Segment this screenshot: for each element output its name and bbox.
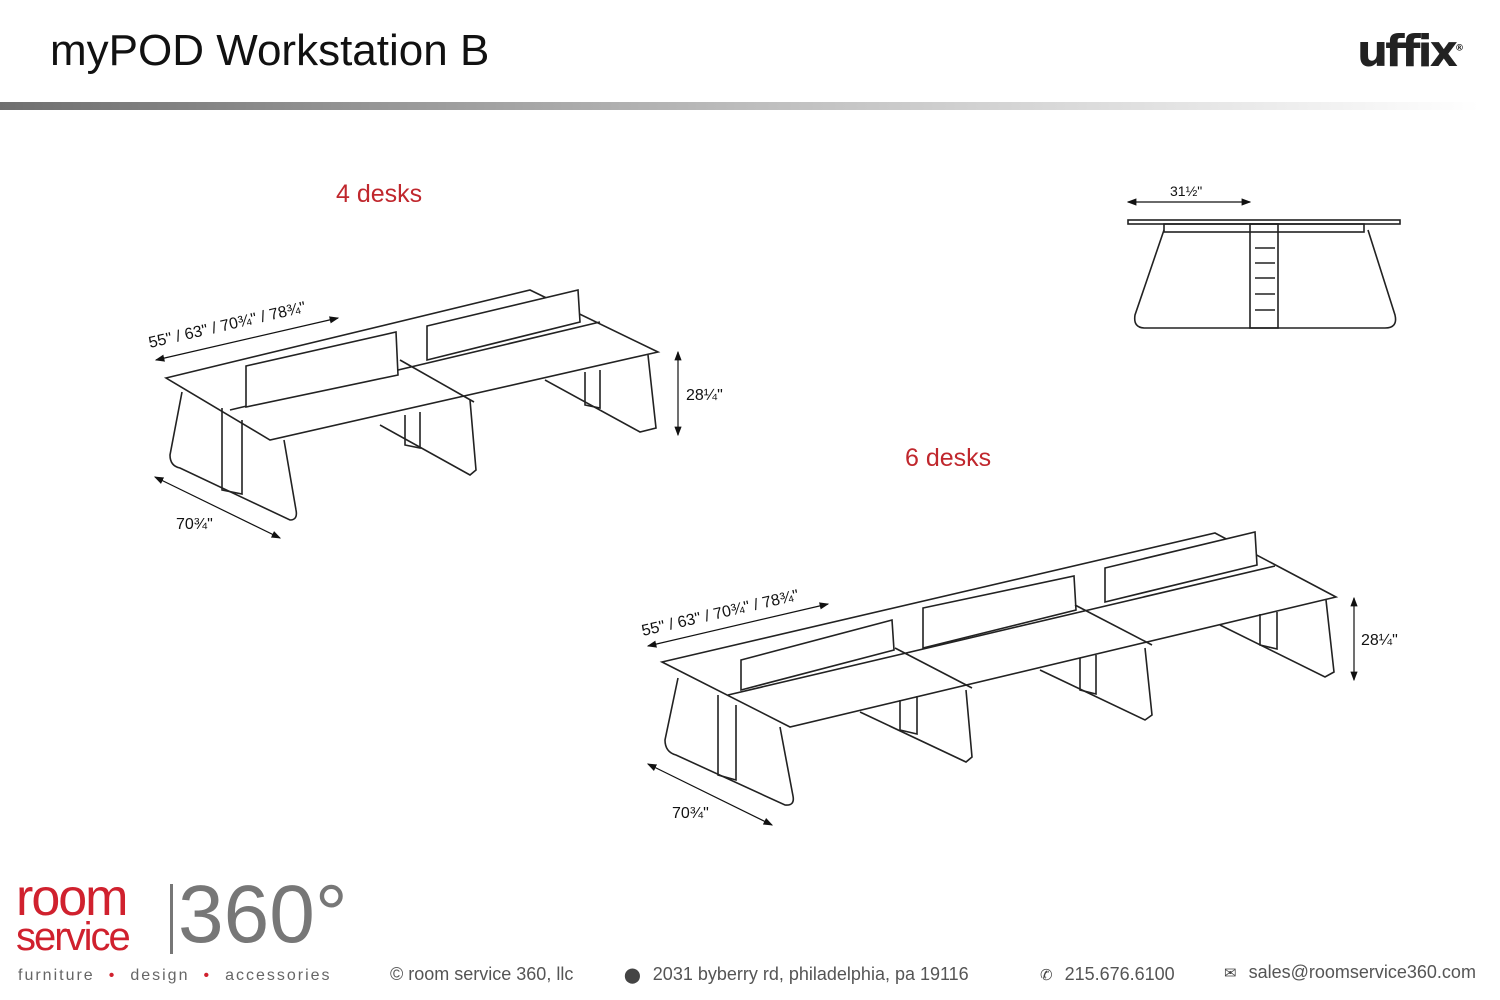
address: ⬤2031 byberry rd, philadelphia, pa 19116 xyxy=(624,964,969,984)
page-title: myPOD Workstation B xyxy=(50,26,490,75)
map-pin-icon: ⬤ xyxy=(624,967,641,984)
four-desk-drawing xyxy=(163,289,661,521)
four-desks-label: 4 desks xyxy=(336,180,423,208)
envelope-icon: ✉ xyxy=(1224,965,1237,982)
four-depth-dim: 70¾" xyxy=(176,516,213,533)
six-length-dim: 55" / 63" / 70¾" / 78¾" xyxy=(640,587,800,640)
tagline: furniture•design•accessories xyxy=(18,967,332,984)
header-divider xyxy=(0,102,1480,110)
side-width-dim: 31½" xyxy=(1170,183,1202,199)
phone-icon: ✆ xyxy=(1040,967,1053,984)
four-height-dim: 28¼" xyxy=(686,387,723,404)
six-desk-drawing xyxy=(659,530,1339,806)
side-view-drawing xyxy=(1127,219,1401,329)
six-desks-label: 6 desks xyxy=(905,444,992,472)
copyright: © room service 360, llc xyxy=(390,964,574,984)
six-depth-dim: 70¾" xyxy=(672,805,709,822)
six-height-dim: 28¼" xyxy=(1361,632,1398,649)
uffix-logo: uffix® xyxy=(1356,26,1464,77)
phone: ✆215.676.6100 xyxy=(1040,964,1175,984)
email[interactable]: ✉sales@roomservice360.com xyxy=(1224,962,1476,982)
